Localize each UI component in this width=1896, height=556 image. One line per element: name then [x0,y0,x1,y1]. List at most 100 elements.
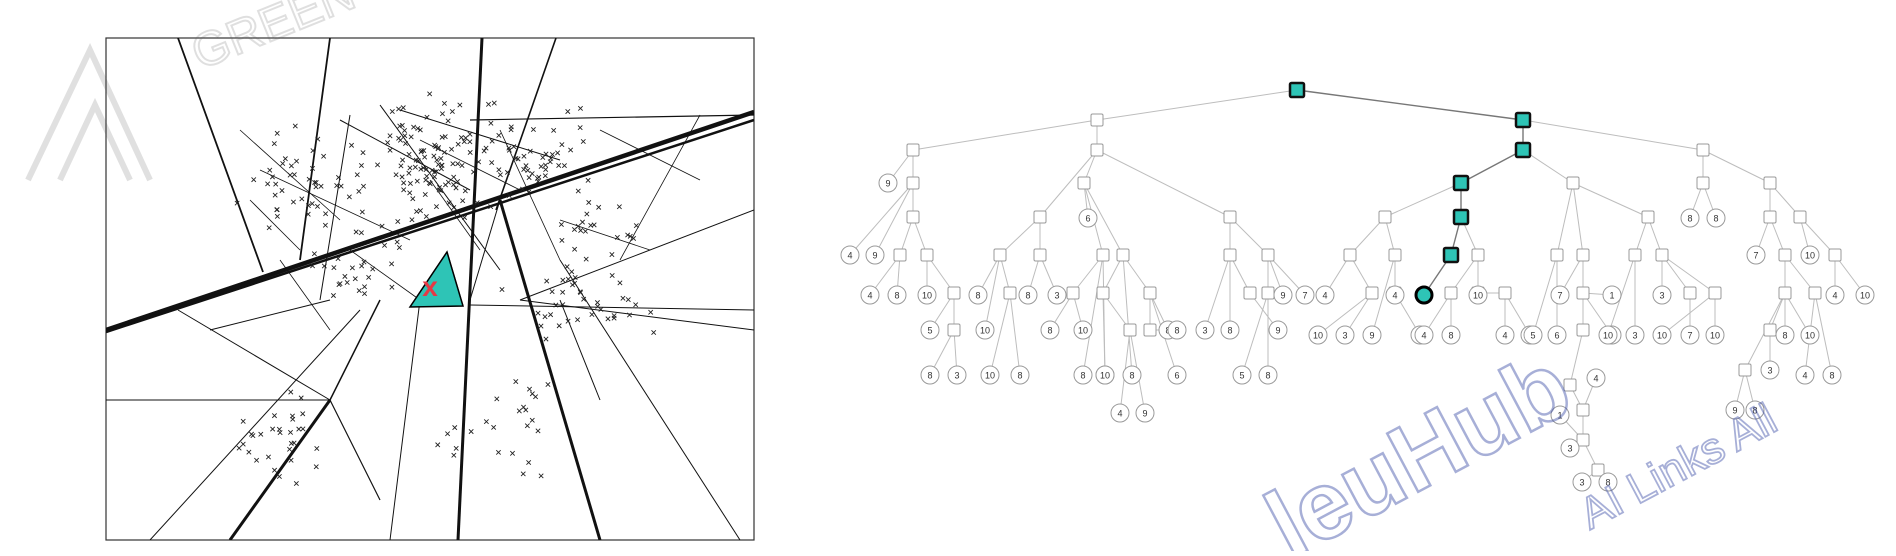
leaf-label: 8 [1265,371,1270,381]
split-node [1628,248,1642,262]
tree-edge [1241,292,1269,376]
leaf-label: 10 [1603,331,1613,341]
query-leaf-node [1414,285,1434,305]
leaf-label: 7 [1557,291,1562,301]
tree-edge [1522,119,1704,151]
leaf-node [1547,325,1567,345]
leaf-label: 10 [1657,331,1667,341]
split-node [1365,286,1379,300]
split-node [947,323,961,337]
split-node [1243,286,1257,300]
split-node [906,143,920,157]
tree-edge [1799,216,1836,256]
leaf-label: 8 [1174,326,1179,336]
leaf-label: 3 [1579,478,1584,488]
leaf-label: 6 [1554,331,1559,341]
leaf-node [1010,365,1030,385]
leaf-label: 8 [1025,291,1030,301]
leaf-label: 7 [1302,291,1307,301]
leaf-label: 8 [927,371,932,381]
partition-lines [106,38,754,540]
leaf-node [920,365,940,385]
tree-edge [1661,292,1716,336]
split-node [1576,248,1590,262]
leaf-node [1800,325,1820,345]
tree-edge [1532,254,1558,336]
tree-edge [989,292,1011,376]
leaf-label: 4 [847,251,852,261]
leaf-node [1220,320,1240,340]
split-node [1223,210,1237,224]
split-node [1576,403,1590,417]
leaf-node [1040,320,1060,340]
highlighted-split-node [1514,141,1532,159]
leaf-node [1550,285,1570,305]
split-node [1143,286,1157,300]
leaf-node [1602,285,1622,305]
split-node [1828,248,1842,262]
split-node [920,248,934,262]
split-node [1763,323,1777,337]
leaf-label: 8 [1752,406,1757,416]
leaf-node [1523,325,1543,345]
leaf-label: 4 [1117,409,1122,419]
tree-edge [1229,216,1269,256]
split-node [1696,143,1710,157]
split-node [1090,113,1104,127]
highlighted-split-node [1452,174,1470,192]
leaf-label: 8 [894,291,899,301]
leaf-node [1775,325,1795,345]
leaf-node [1746,245,1766,265]
tree-edge [849,182,914,256]
tree-edge [1661,254,1716,294]
leaf-label: 3 [1567,444,1572,454]
leaf-node [1560,438,1580,458]
leaf-label: 8 [1448,331,1453,341]
tree-edge [1096,89,1298,121]
highlighted-split-node [1452,208,1470,226]
tree-diagram: 9494810583681083108810848104986838979584… [770,0,1896,551]
leaf-node [1822,365,1842,385]
leaf-node [1414,325,1434,345]
leaf-label: 4 [1322,291,1327,301]
split-node [1343,248,1357,262]
leaf-label: 4 [1832,291,1837,301]
tree-edge [1522,149,1574,184]
leaf-label: 5 [927,326,932,336]
leaf-node [1073,320,1093,340]
split-node [1077,176,1091,190]
split-node [906,176,920,190]
leaf-label: 9 [1275,326,1280,336]
split-node [1498,286,1512,300]
split-node [1223,248,1237,262]
split-node [1444,286,1458,300]
tree-edge [912,119,1098,151]
leaf-label: 7 [1753,251,1758,261]
tree-edge [1039,149,1098,218]
split-node [1261,286,1275,300]
split-node [1096,248,1110,262]
leaf-label: 4 [1502,331,1507,341]
leaf-node [1550,405,1570,425]
split-node [1090,143,1104,157]
leaf-label: 10 [1710,331,1720,341]
leaf-node [1073,365,1093,385]
leaf-label: 3 [1054,291,1059,301]
leaf-node [1652,285,1672,305]
leaf-label: 4 [1802,371,1807,381]
tree-edge [874,182,914,256]
leaf-node [1745,400,1765,420]
split-node [1763,176,1777,190]
leaf-node [1760,360,1780,380]
highlighted-split-node [1442,246,1460,264]
leaf-label: 10 [980,326,990,336]
leaf-label: 8 [1227,326,1232,336]
split-node [1576,286,1590,300]
tree-edge [999,216,1041,256]
leaf-label: 8 [1047,326,1052,336]
split-node [1550,248,1564,262]
leaf-node [865,245,885,265]
leaf-label: 6 [1085,214,1090,224]
leaf-node [1308,325,1328,345]
leaf-label: 4 [1593,374,1598,384]
